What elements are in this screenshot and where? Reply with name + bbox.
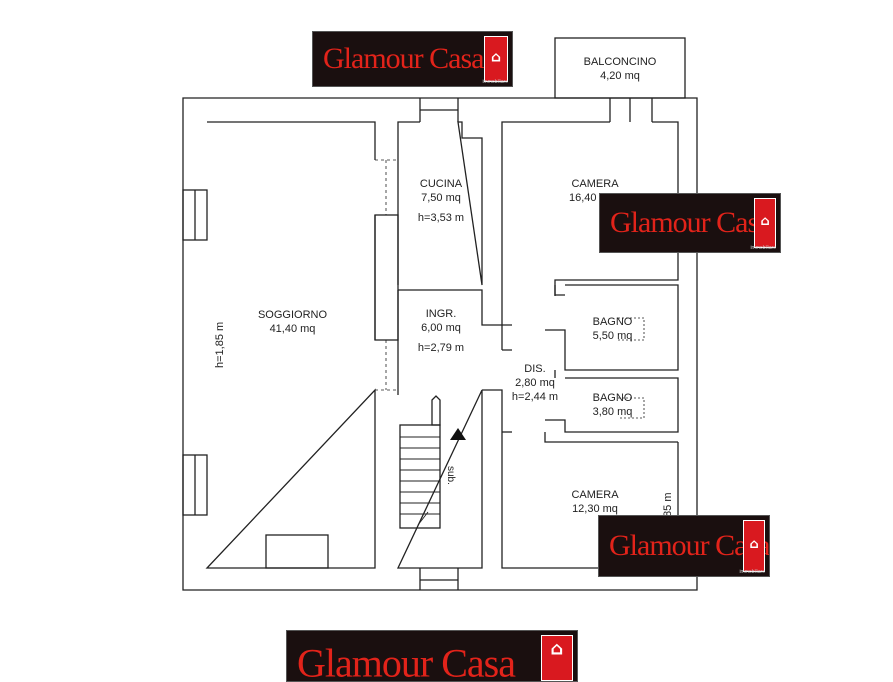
logo-tagline: immobiliare [739, 569, 765, 575]
room-height: h=3,53 m [400, 211, 482, 225]
logo-wordmark: Glamour Casa [610, 206, 770, 240]
room-name: DIS. [500, 362, 570, 376]
room-name: INGR. [400, 307, 482, 321]
room-name: BAGNO [580, 315, 645, 329]
balcony-label: BALCONCINO 4,20 mq [560, 55, 680, 83]
room-height: h=2,44 m [500, 390, 570, 404]
room-area: 5,50 mq [580, 329, 645, 343]
watermark-logo-top: Glamour Casa ⌂ immobiliare [312, 31, 513, 87]
house-icon: ⌂ [743, 520, 765, 572]
room-height: h=2,79 m [400, 341, 482, 355]
house-icon: ⌂ [484, 36, 508, 82]
stairs-label: sub. [445, 466, 456, 485]
logo-tagline: immobiliare [750, 245, 776, 251]
kitchen-label: CUCINA 7,50 mq h=3,53 m [400, 177, 482, 225]
room-area: 4,20 mq [560, 69, 680, 83]
bathroom2-label: BAGNO 3,80 mq [580, 391, 645, 419]
bathroom1-label: BAGNO 5,50 mq [580, 315, 645, 343]
bedroom2-label: CAMERA 12,30 mq [560, 488, 630, 516]
watermark-logo-right: Glamour Casa ⌂ immobiliare [599, 193, 781, 253]
logo-wordmark: Glamour Casa [323, 42, 483, 76]
partition-pillar [375, 215, 398, 340]
room-name: CAMERA [560, 488, 630, 502]
room-area: 3,80 mq [580, 405, 645, 419]
living-room-height: h=1,85 m [214, 322, 226, 368]
room-name: BAGNO [580, 391, 645, 405]
room-area: 7,50 mq [400, 191, 482, 205]
room-name: BALCONCINO [560, 55, 680, 69]
outer-wall-inner [207, 122, 375, 568]
watermark-logo-bottom: Glamour Casa ⌂ [286, 630, 578, 682]
watermark-logo-lower-right: Glamour Casa ⌂ immobiliare [598, 515, 770, 577]
room-name: SOGGIORNO [240, 308, 345, 322]
room-area: 2,80 mq [500, 376, 570, 390]
hallway-label: DIS. 2,80 mq h=2,44 m [500, 362, 570, 404]
logo-tagline: immobiliare [482, 79, 508, 85]
entrance-label: INGR. 6,00 mq h=2,79 m [400, 307, 482, 355]
room-area: 12,30 mq [560, 502, 630, 516]
room-name: CAMERA [560, 177, 630, 191]
logo-wordmark: Glamour Casa [297, 640, 515, 682]
house-icon: ⌂ [754, 198, 776, 248]
room-name: CUCINA [400, 177, 482, 191]
room-area: 41,40 mq [240, 322, 345, 336]
living-room-label: SOGGIORNO 41,40 mq [240, 308, 345, 336]
room-area: 6,00 mq [400, 321, 482, 335]
house-icon: ⌂ [541, 635, 573, 681]
fireplace [266, 535, 328, 568]
staircase [400, 425, 440, 528]
